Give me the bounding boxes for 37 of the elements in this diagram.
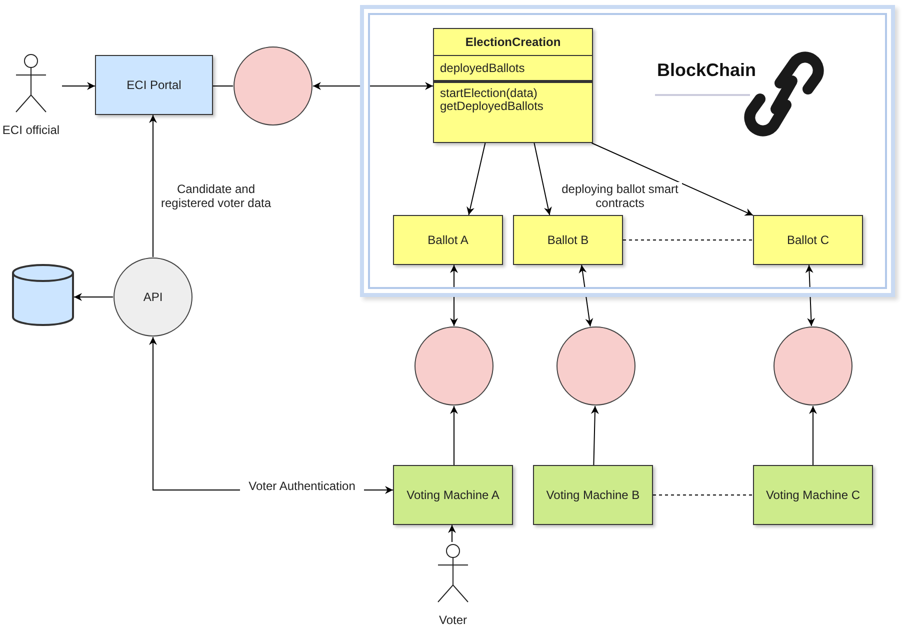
- arrow: [312, 82, 434, 90]
- class-box: [433, 28, 593, 143]
- circle-label: API: [143, 290, 163, 304]
- box-label: Voting Machine C: [766, 488, 860, 502]
- process-box: [393, 465, 513, 525]
- arrow: [74, 293, 114, 301]
- arrow: [62, 82, 96, 90]
- blockchain-container: [360, 5, 895, 297]
- process-box: [753, 465, 873, 525]
- arrow: [149, 114, 157, 258]
- edge-label: Voter Authentication: [240, 479, 364, 493]
- actor-label: Voter: [438, 613, 468, 627]
- box-label: Voting Machine B: [546, 488, 640, 502]
- process-box: [393, 215, 503, 265]
- class-method: getDeployedBallots: [440, 100, 544, 113]
- actor-label: ECI official: [1, 123, 61, 137]
- class-method: startElection(data): [440, 87, 538, 100]
- arrow: [809, 406, 817, 466]
- arrow: [534, 142, 552, 216]
- box-label: Voting Machine A: [406, 488, 500, 502]
- class-attribute: deployedBallots: [440, 61, 525, 75]
- box-label: ECI Portal: [126, 78, 182, 92]
- process-box: [753, 215, 863, 265]
- box-label: Ballot B: [547, 233, 589, 247]
- arrow: [448, 524, 456, 542]
- box-label: Ballot A: [428, 233, 468, 247]
- arrow: [591, 142, 754, 216]
- arrow: [590, 406, 599, 466]
- box-label: Ballot C: [786, 233, 830, 247]
- process-box: [95, 55, 213, 115]
- class-name: ElectionCreation: [465, 35, 561, 49]
- arrow: [450, 406, 458, 466]
- process-box: [533, 465, 653, 525]
- container-title: BlockChain: [657, 60, 756, 81]
- process-box: [513, 215, 623, 265]
- arrow: [466, 142, 486, 216]
- arrow: [578, 264, 594, 327]
